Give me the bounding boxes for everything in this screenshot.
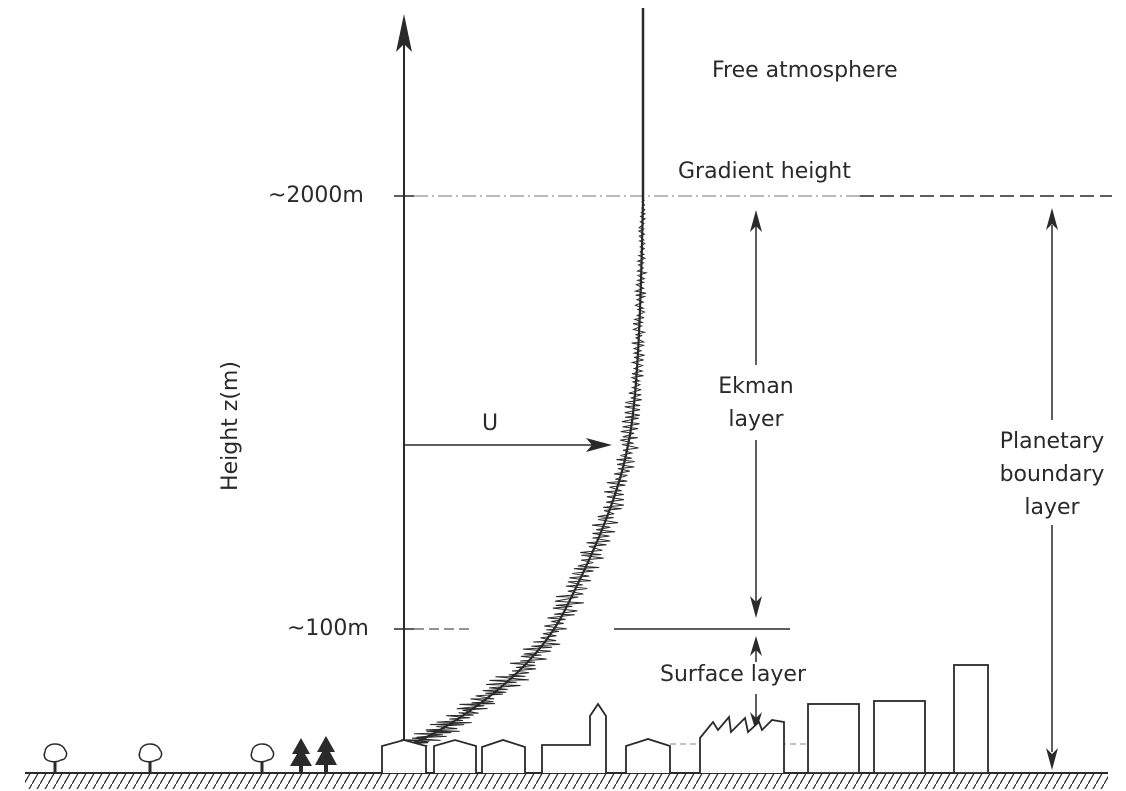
arrow-up-icon bbox=[1046, 208, 1058, 230]
gradient-height-label: Gradient height bbox=[678, 159, 851, 184]
wind-speed-arrow bbox=[404, 438, 612, 452]
height-100m-label: ~100m bbox=[287, 616, 369, 641]
arrow-right-icon bbox=[586, 438, 612, 452]
wind-speed-label: U bbox=[482, 411, 499, 436]
conifer-icon bbox=[290, 738, 312, 773]
pbl-label-line1: Planetary bbox=[999, 429, 1105, 454]
axis-arrowhead-icon bbox=[396, 14, 412, 52]
height-2000m-label: ~2000m bbox=[268, 183, 364, 208]
arrow-up-icon bbox=[750, 636, 762, 656]
arrow-down-icon bbox=[750, 712, 762, 732]
ekman-label-line2: layer bbox=[728, 407, 784, 432]
house-icon bbox=[433, 739, 477, 773]
conifer-icon bbox=[315, 736, 337, 773]
house-icon bbox=[481, 739, 526, 773]
ground bbox=[25, 772, 1108, 789]
y-axis-label: Height z(m) bbox=[218, 361, 243, 491]
surface-layer-arrow bbox=[750, 636, 762, 732]
surface-layer-label: Surface layer bbox=[660, 662, 806, 687]
planetary-boundary-layer-arrow bbox=[1046, 208, 1058, 770]
turbulent-wind-profile bbox=[391, 199, 649, 746]
ekman-label-line1: Ekman bbox=[718, 374, 794, 399]
pbl-label-line2: boundary bbox=[999, 462, 1105, 487]
ekman-layer-arrow bbox=[750, 210, 762, 618]
building-icon bbox=[807, 703, 860, 774]
arrow-up-icon bbox=[750, 210, 762, 232]
mean-wind-profile bbox=[407, 199, 645, 747]
arrow-down-icon bbox=[750, 596, 762, 618]
house-icon bbox=[381, 739, 427, 773]
church-icon bbox=[541, 702, 607, 773]
building-icon bbox=[953, 664, 989, 774]
tree-icon bbox=[138, 743, 163, 773]
house-icon bbox=[625, 738, 671, 773]
tree-icon bbox=[250, 743, 275, 773]
height-axis bbox=[394, 14, 414, 744]
factory-icon bbox=[699, 714, 785, 773]
building-icon bbox=[873, 700, 926, 774]
pbl-label-line3: layer bbox=[1024, 495, 1080, 520]
tree-icon bbox=[43, 743, 68, 773]
free-atmosphere-label: Free atmosphere bbox=[712, 58, 898, 83]
arrow-down-icon bbox=[1046, 748, 1058, 770]
